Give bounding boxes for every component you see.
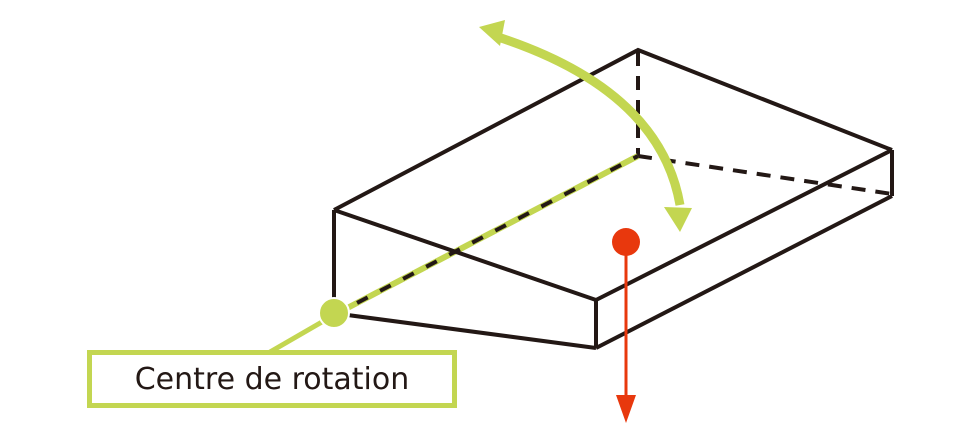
centre-de-rotation-label: Centre de rotation [87,350,457,408]
block-outline [332,47,894,350]
rotation-arrowhead-top [479,20,505,46]
top-back-edge [333,47,893,212]
weight-vector [616,242,636,423]
rotation-axis [332,153,640,318]
top-front-edge [333,208,597,302]
rotation-arrowhead-bottom [664,207,692,232]
pivot-marker [318,297,350,329]
center-of-mass-marker [612,228,640,256]
rotation-arrow [479,20,692,232]
weight-arrowhead [616,395,636,423]
hidden-edge-bottom-back [637,154,893,196]
bottom-front-edge [339,312,597,350]
bottom-right-edge [595,194,893,350]
hidden-edges [636,52,893,196]
top-right-edge [595,148,893,302]
label-text: Centre de rotation [134,361,410,397]
